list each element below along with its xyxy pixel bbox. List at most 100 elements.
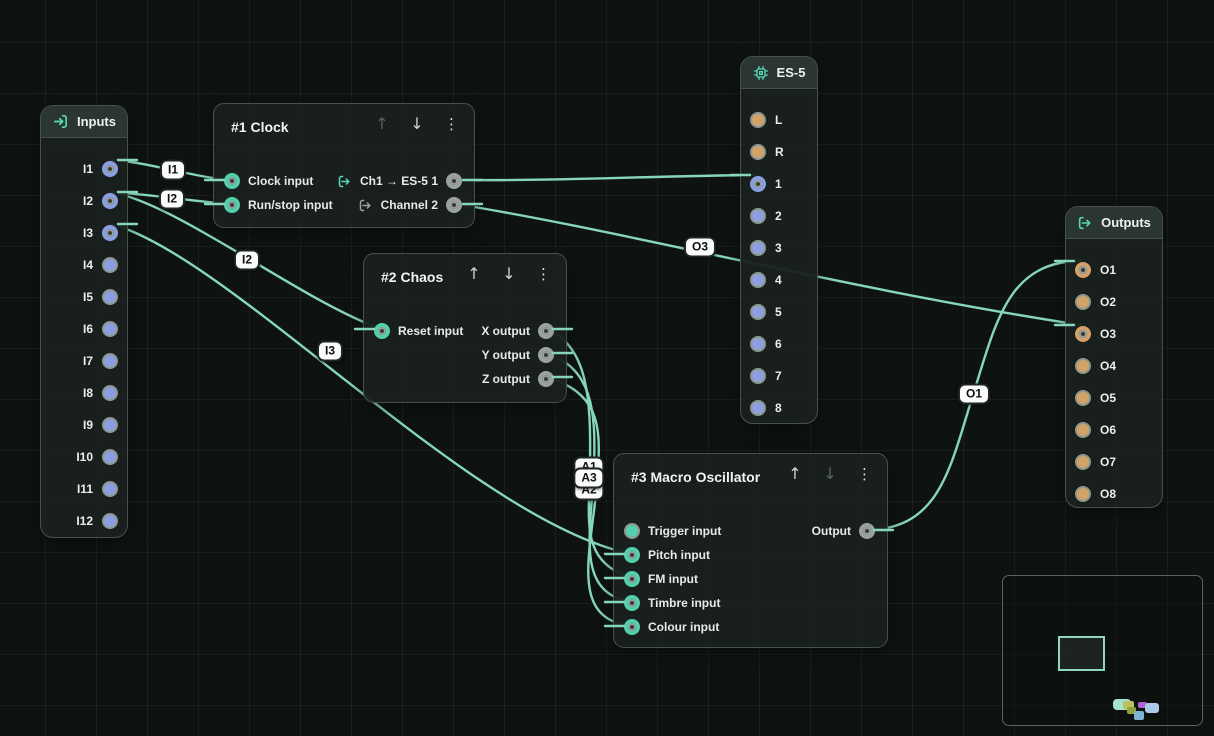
port-row: 2 xyxy=(741,200,817,232)
es5-panel-title: ES-5 xyxy=(776,65,806,80)
port-label: O6 xyxy=(1100,423,1117,437)
cable-ch1-es5[interactable] xyxy=(454,173,759,182)
menu-kebab-icon[interactable]: ⋮ xyxy=(857,464,872,483)
port-I4[interactable] xyxy=(102,257,118,273)
cable-label-chip[interactable]: A3 xyxy=(573,467,605,489)
port-O3[interactable] xyxy=(1075,326,1091,342)
input-port[interactable] xyxy=(624,571,640,587)
menu-kebab-icon[interactable]: ⋮ xyxy=(444,114,459,133)
port-label: I8 xyxy=(82,386,93,400)
port-O4[interactable] xyxy=(1075,358,1091,374)
minimap[interactable] xyxy=(1002,575,1203,726)
move-down-button[interactable]: ↓ xyxy=(502,264,516,283)
port-label: O1 xyxy=(1100,263,1117,277)
port-O2[interactable] xyxy=(1075,294,1091,310)
input-port[interactable] xyxy=(624,619,640,635)
input-label: Trigger input xyxy=(648,524,722,538)
move-down-button[interactable]: ↓ xyxy=(823,464,837,483)
port-I10[interactable] xyxy=(102,449,118,465)
cable-label-chip[interactable]: I2 xyxy=(233,249,261,271)
port-row: 5 xyxy=(741,296,817,328)
port-I3[interactable] xyxy=(102,225,118,241)
output-row: Y output xyxy=(481,343,554,367)
port-O7[interactable] xyxy=(1075,454,1091,470)
port-I1[interactable] xyxy=(102,161,118,177)
move-down-button[interactable]: ↓ xyxy=(410,114,424,133)
port-I6[interactable] xyxy=(102,321,118,337)
port-O6[interactable] xyxy=(1075,422,1091,438)
port-1[interactable] xyxy=(750,176,766,192)
move-up-button[interactable]: ↑ xyxy=(375,114,389,133)
cable-label-chip[interactable]: I3 xyxy=(316,340,344,362)
menu-kebab-icon[interactable]: ⋮ xyxy=(536,264,551,283)
port-label: O3 xyxy=(1100,327,1117,341)
module-title: #2 Chaos xyxy=(381,269,444,285)
cable-label-chip[interactable]: O1 xyxy=(957,383,991,405)
input-row: Trigger input xyxy=(624,519,721,543)
input-port[interactable] xyxy=(624,547,640,563)
port-R[interactable] xyxy=(750,144,766,160)
cable-label-chip[interactable]: I1 xyxy=(159,159,187,181)
port-I2[interactable] xyxy=(102,193,118,209)
cable-label-chip[interactable]: I2 xyxy=(158,188,186,210)
input-label: Run/stop input xyxy=(248,198,333,212)
output-port[interactable] xyxy=(446,173,462,189)
module-inputs: Reset input xyxy=(374,319,463,343)
port-6[interactable] xyxy=(750,336,766,352)
port-label: O2 xyxy=(1100,295,1117,309)
port-label: I9 xyxy=(82,418,93,432)
port-L[interactable] xyxy=(750,112,766,128)
port-O1[interactable] xyxy=(1075,262,1091,278)
port-I5[interactable] xyxy=(102,289,118,305)
cable-label-chip[interactable]: O3 xyxy=(683,236,717,258)
input-port[interactable] xyxy=(624,595,640,611)
move-up-button[interactable]: ↑ xyxy=(788,464,802,483)
port-label: R xyxy=(775,145,784,159)
route-icon xyxy=(337,174,352,189)
input-label: Colour input xyxy=(648,620,720,634)
port-row: I9 xyxy=(41,409,127,441)
port-row: O1 xyxy=(1066,254,1162,286)
port-3[interactable] xyxy=(750,240,766,256)
port-4[interactable] xyxy=(750,272,766,288)
port-O8[interactable] xyxy=(1075,486,1091,502)
output-port[interactable] xyxy=(538,323,554,339)
output-port[interactable] xyxy=(538,371,554,387)
port-8[interactable] xyxy=(750,400,766,416)
port-I9[interactable] xyxy=(102,417,118,433)
minimap-viewport[interactable] xyxy=(1058,636,1159,720)
port-I8[interactable] xyxy=(102,385,118,401)
es5-panel-header: ES-5 xyxy=(741,57,817,89)
output-port[interactable] xyxy=(859,523,875,539)
port-O5[interactable] xyxy=(1075,390,1091,406)
port-2[interactable] xyxy=(750,208,766,224)
port-I7[interactable] xyxy=(102,353,118,369)
port-row: 6 xyxy=(741,328,817,360)
port-5[interactable] xyxy=(750,304,766,320)
port-row: I7 xyxy=(41,345,127,377)
import-icon xyxy=(52,113,69,130)
input-port[interactable] xyxy=(374,323,390,339)
port-row: I11 xyxy=(41,473,127,505)
port-7[interactable] xyxy=(750,368,766,384)
port-label: I6 xyxy=(82,322,93,336)
output-port[interactable] xyxy=(538,347,554,363)
port-row: L xyxy=(741,104,817,136)
input-port[interactable] xyxy=(624,523,640,539)
move-up-button[interactable]: ↑ xyxy=(467,264,481,283)
input-port[interactable] xyxy=(224,173,240,189)
output-port[interactable] xyxy=(446,197,462,213)
input-port[interactable] xyxy=(224,197,240,213)
port-label: I11 xyxy=(76,482,93,496)
port-I11[interactable] xyxy=(102,481,118,497)
output-row: Channel 2 xyxy=(337,193,462,217)
port-I12[interactable] xyxy=(102,513,118,529)
